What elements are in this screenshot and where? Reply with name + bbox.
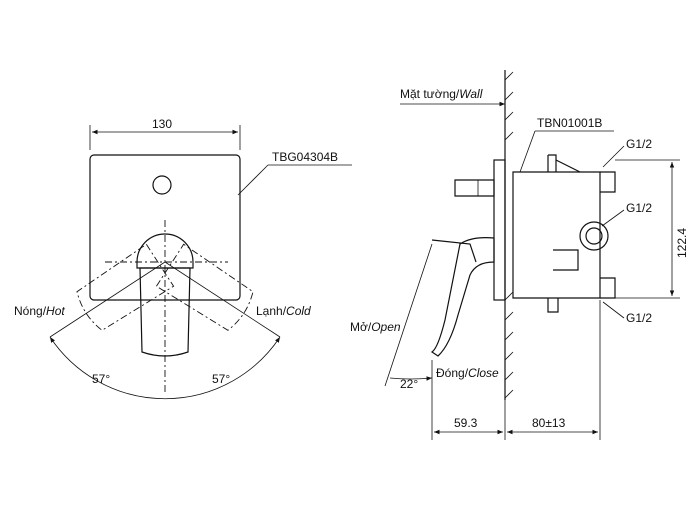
hot-ray bbox=[49, 261, 166, 338]
port-top bbox=[600, 171, 616, 193]
angle-left-label: 57° bbox=[92, 372, 110, 386]
model-leader bbox=[237, 164, 269, 196]
cold-ray bbox=[164, 261, 281, 338]
lever-hot-position bbox=[76, 243, 175, 331]
open-ray bbox=[384, 243, 433, 387]
port-mid-leader bbox=[601, 209, 625, 227]
port-bottom bbox=[600, 277, 616, 299]
side-boss bbox=[553, 249, 579, 271]
side-view: Mặt tường/Wall 22° Mở/Open Đóng/Close TB… bbox=[350, 70, 689, 440]
width-dimension-label: 130 bbox=[152, 117, 172, 131]
lever-cold-position bbox=[155, 243, 254, 331]
angle-label: 22° bbox=[400, 377, 418, 391]
height-dimension-label: 122.4 bbox=[675, 228, 689, 258]
port-top-label: G1/2 bbox=[626, 137, 652, 151]
open-angle-arc bbox=[389, 376, 433, 381]
port-bottom-label: G1/2 bbox=[626, 311, 652, 325]
angle-right-label: 57° bbox=[212, 372, 230, 386]
port-middle-outer bbox=[579, 221, 609, 251]
port-bottom-leader bbox=[602, 301, 625, 319]
lever-side-top bbox=[431, 239, 477, 263]
cold-label: Lạnh/Cold bbox=[256, 304, 311, 318]
port-top-leader bbox=[602, 145, 625, 168]
cover-plate-side bbox=[493, 159, 506, 301]
depth-front-label: 59.3 bbox=[454, 416, 478, 430]
port-middle-inner bbox=[585, 227, 603, 245]
diverter-hole bbox=[152, 175, 172, 195]
model-label: TBG04304B bbox=[272, 150, 338, 164]
port-mid-label: G1/2 bbox=[626, 201, 652, 215]
lever-side bbox=[430, 237, 495, 357]
body-leader bbox=[519, 130, 536, 173]
depth-back-label: 80±13 bbox=[532, 416, 566, 430]
lever-handle bbox=[139, 267, 191, 357]
valve-body bbox=[512, 171, 601, 299]
front-view: 130 57° 57° Nóng/Hot Lạnh/Cold TBG04304B bbox=[14, 117, 352, 400]
open-label: Mở/Open bbox=[350, 320, 401, 334]
rotation-arc bbox=[49, 336, 281, 400]
diverter-knob bbox=[454, 179, 495, 197]
top-tab-slope bbox=[555, 159, 581, 173]
bottom-tab bbox=[547, 298, 559, 313]
wall-hatching bbox=[504, 71, 514, 399]
wall-label: Mặt tường/Wall bbox=[400, 87, 483, 101]
body-model-label: TBN01001B bbox=[537, 116, 602, 130]
hot-label: Nóng/Hot bbox=[14, 304, 65, 318]
top-tab bbox=[547, 154, 557, 172]
close-label: Đóng/Close bbox=[436, 366, 499, 380]
